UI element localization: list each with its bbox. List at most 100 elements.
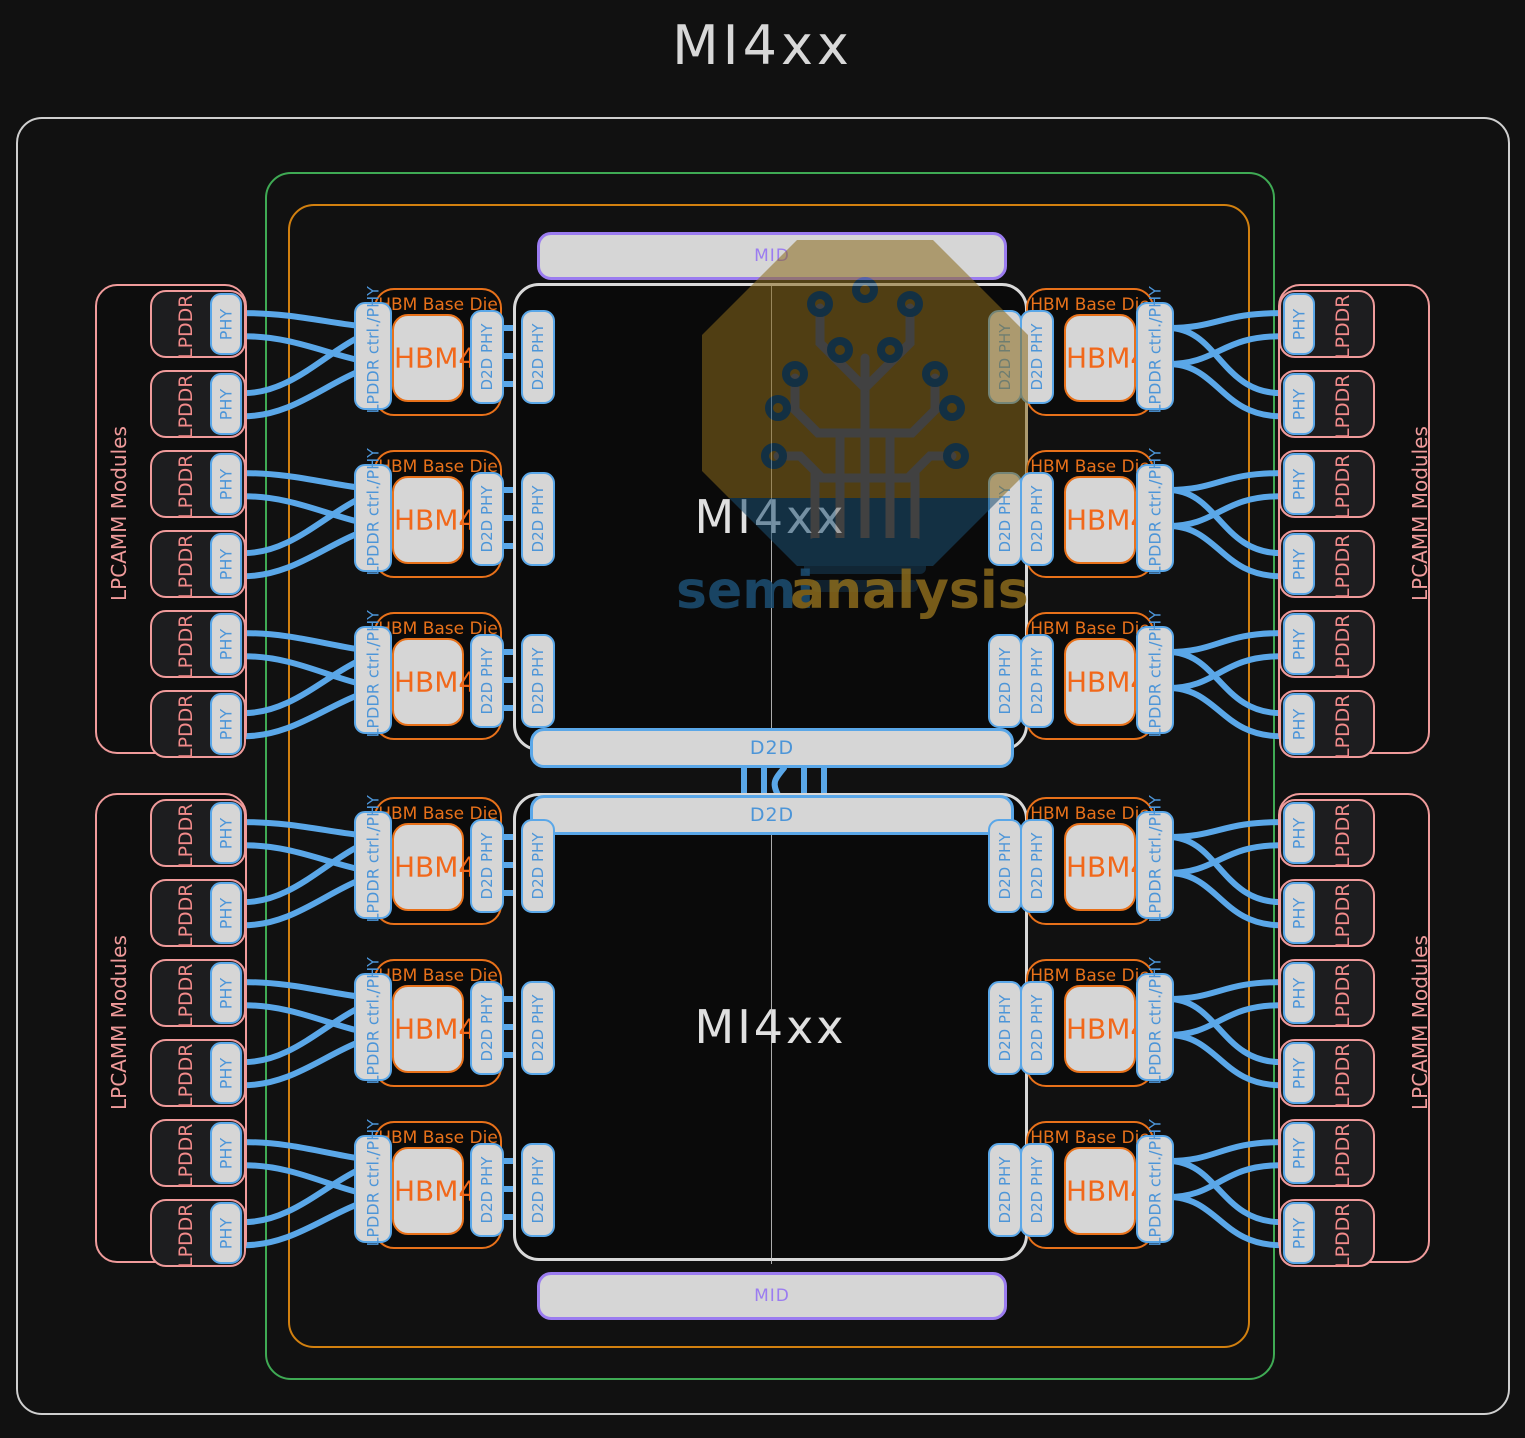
- mid-bar-2[interactable]: MID: [537, 1272, 1007, 1320]
- lpddr-phy-left-2-4[interactable]: PHY: [210, 1042, 242, 1104]
- lpddr-ctrl-phy-label-left-1-3: LPDDR ctrl./PHY: [363, 610, 383, 738]
- mid-bar-1[interactable]: MID: [537, 232, 1007, 280]
- lpddr-ctrl-phy-left-2-1[interactable]: LPDDR ctrl./PHY: [354, 795, 392, 923]
- hbm-d2d-phy-right-1-2[interactable]: D2D PHY: [1020, 472, 1054, 566]
- hbm4-core-left-2-3[interactable]: HBM4: [392, 1147, 477, 1235]
- d2d-bar-label-2: D2D: [749, 804, 795, 826]
- die-d2d-phy-label-right-1-1: D2D PHY: [996, 323, 1014, 391]
- hbm4-core-left-2-2[interactable]: HBM4: [392, 985, 476, 1073]
- lpddr-phy-left-1-1[interactable]: PHY: [210, 293, 242, 355]
- hbm-d2d-phy-right-2-1[interactable]: D2D PHY: [1020, 819, 1054, 913]
- die-d2d-phy-left-2-3[interactable]: D2D PHY: [521, 1143, 555, 1237]
- hbm4-core-right-2-1[interactable]: HBM4: [1064, 823, 1148, 911]
- hbm4-core-right-1-3[interactable]: HBM4: [1064, 638, 1148, 726]
- lpddr-ctrl-phy-left-1-3[interactable]: LPDDR ctrl./PHY: [354, 610, 392, 738]
- lpddr-phy-right-1-1[interactable]: PHY: [1283, 293, 1315, 355]
- die-d2d-phy-right-2-2[interactable]: D2D PHY: [988, 981, 1022, 1075]
- die-d2d-phy-right-1-2[interactable]: D2D PHY: [988, 472, 1022, 566]
- hbm-d2d-phy-right-2-3[interactable]: D2D PHY: [1020, 1143, 1054, 1237]
- hbm-d2d-phy-left-2-3[interactable]: D2D PHY: [470, 1143, 504, 1237]
- lpddr-phy-left-2-1[interactable]: PHY: [210, 802, 242, 864]
- main-compute-die-1: MI4xx: [513, 283, 1028, 754]
- hbm4-core-right-1-2[interactable]: HBM4: [1064, 476, 1148, 564]
- die-d2d-phy-left-2-2[interactable]: D2D PHY: [521, 981, 555, 1075]
- lpddr-ctrl-phy-right-2-2[interactable]: LPDDR ctrl./PHY: [1136, 957, 1174, 1085]
- hbm-d2d-phy-right-1-3[interactable]: D2D PHY: [1020, 634, 1054, 728]
- die-d2d-phy-label-left-1-1: D2D PHY: [529, 323, 547, 391]
- lpddr-phy-left-1-5[interactable]: PHY: [210, 613, 242, 675]
- hbm4-core-label-left-2-3: HBM4: [394, 1174, 477, 1208]
- lpddr-phy-right-1-5[interactable]: PHY: [1283, 613, 1315, 675]
- die-d2d-phy-left-2-1[interactable]: D2D PHY: [521, 819, 555, 913]
- lpddr-phy-left-2-3[interactable]: PHY: [210, 962, 242, 1024]
- lpddr-ctrl-phy-right-2-1[interactable]: LPDDR ctrl./PHY: [1136, 795, 1174, 923]
- hbm4-core-left-1-3[interactable]: HBM4: [392, 638, 476, 726]
- hbm4-core-right-1-1[interactable]: HBM4: [1064, 314, 1148, 402]
- lpddr-ctrl-phy-left-1-2[interactable]: LPDDR ctrl./PHY: [354, 448, 392, 576]
- hbm-d2d-phy-left-2-1[interactable]: D2D PHY: [470, 819, 504, 913]
- lpddr-phy-right-1-3[interactable]: PHY: [1283, 453, 1315, 515]
- die-d2d-phy-right-1-3[interactable]: D2D PHY: [988, 634, 1022, 728]
- hbm-d2d-phy-left-1-1[interactable]: D2D PHY: [470, 310, 504, 404]
- hbm4-core-right-2-3[interactable]: HBM4: [1064, 1147, 1149, 1235]
- hbm4-core-left-1-2[interactable]: HBM4: [392, 476, 476, 564]
- lpddr-phy-left-2-6[interactable]: PHY: [210, 1202, 242, 1264]
- hbm-d2d-phy-left-1-2[interactable]: D2D PHY: [470, 472, 504, 566]
- lpddr-ctrl-phy-left-2-3[interactable]: LPDDR ctrl./PHY: [354, 1119, 392, 1247]
- hbm4-core-label-left-1-1: HBM4: [394, 341, 477, 375]
- lpddr-phy-right-1-4[interactable]: PHY: [1283, 533, 1315, 595]
- lpddr-phy-right-2-4[interactable]: PHY: [1283, 1042, 1315, 1104]
- lpddr-phy-label-right-1-1: PHY: [1289, 308, 1309, 341]
- hbm-d2d-phy-label-right-2-1: D2D PHY: [1028, 832, 1046, 900]
- hbm4-core-label-right-2-3: HBM4: [1066, 1174, 1149, 1208]
- lpddr-phy-label-left-1-5: PHY: [216, 628, 236, 661]
- lpddr-ctrl-phy-right-1-1[interactable]: LPDDR ctrl./PHY: [1136, 286, 1174, 414]
- d2d-bar-2[interactable]: D2D: [530, 795, 1014, 835]
- lpddr-phy-left-1-4[interactable]: PHY: [210, 533, 242, 595]
- lpddr-ctrl-phy-label-right-1-1: LPDDR ctrl./PHY: [1145, 286, 1165, 414]
- lpddr-ctrl-phy-right-1-3[interactable]: LPDDR ctrl./PHY: [1136, 610, 1174, 738]
- lpddr-label-right-2-5: LPDDR: [1332, 1123, 1354, 1188]
- lpddr-phy-left-1-3[interactable]: PHY: [210, 453, 242, 515]
- hbm4-core-right-2-2[interactable]: HBM4: [1064, 985, 1148, 1073]
- lpddr-phy-label-right-2-4: PHY: [1289, 1057, 1309, 1090]
- lpddr-ctrl-phy-label-left-2-2: LPDDR ctrl./PHY: [363, 957, 383, 1085]
- lpddr-phy-label-right-1-2: PHY: [1289, 388, 1309, 421]
- die-d2d-phy-right-1-1[interactable]: D2D PHY: [988, 310, 1022, 404]
- hbm-d2d-phy-left-1-3[interactable]: D2D PHY: [470, 634, 504, 728]
- lpddr-phy-right-2-1[interactable]: PHY: [1283, 802, 1315, 864]
- lpddr-ctrl-phy-right-1-2[interactable]: LPDDR ctrl./PHY: [1136, 448, 1174, 576]
- hbm4-core-left-1-1[interactable]: HBM4: [392, 314, 477, 402]
- lpddr-ctrl-phy-right-2-3[interactable]: LPDDR ctrl./PHY: [1136, 1119, 1174, 1247]
- lpddr-phy-left-1-6[interactable]: PHY: [210, 693, 242, 755]
- mid-bar-label-2: MID: [754, 1286, 790, 1306]
- die-d2d-phy-right-2-3[interactable]: D2D PHY: [988, 1143, 1022, 1237]
- die-d2d-phy-left-1-1[interactable]: D2D PHY: [521, 310, 555, 404]
- lpddr-ctrl-phy-left-2-2[interactable]: LPDDR ctrl./PHY: [354, 957, 392, 1085]
- lpddr-phy-right-2-2[interactable]: PHY: [1283, 882, 1315, 944]
- die-d2d-phy-label-left-2-1: D2D PHY: [529, 832, 547, 900]
- interposer-boundary-frame: [288, 204, 1250, 1348]
- lpddr-phy-right-2-5[interactable]: PHY: [1283, 1122, 1315, 1184]
- d2d-bar-1[interactable]: D2D: [530, 728, 1014, 768]
- die-d2d-phy-left-1-3[interactable]: D2D PHY: [521, 634, 555, 728]
- lpddr-phy-right-1-6[interactable]: PHY: [1283, 693, 1315, 755]
- lpddr-phy-right-1-2[interactable]: PHY: [1283, 373, 1315, 435]
- die-d2d-phy-left-1-2[interactable]: D2D PHY: [521, 472, 555, 566]
- lpddr-phy-label-left-2-5: PHY: [216, 1137, 236, 1170]
- die-d2d-phy-right-2-1[interactable]: D2D PHY: [988, 819, 1022, 913]
- hbm-d2d-phy-label-left-1-1: D2D PHY: [478, 323, 496, 391]
- hbm-d2d-phy-right-1-1[interactable]: D2D PHY: [1020, 310, 1054, 404]
- lpddr-phy-left-2-2[interactable]: PHY: [210, 882, 242, 944]
- hbm-d2d-phy-left-2-2[interactable]: D2D PHY: [470, 981, 504, 1075]
- lpddr-label-right-2-6: LPDDR: [1332, 1203, 1354, 1268]
- lpddr-phy-left-2-5[interactable]: PHY: [210, 1122, 242, 1184]
- hbm4-core-left-2-1[interactable]: HBM4: [392, 823, 476, 911]
- lpddr-ctrl-phy-left-1-1[interactable]: LPDDR ctrl./PHY: [354, 286, 392, 414]
- lpddr-label-right-1-6: LPDDR: [1332, 694, 1354, 759]
- hbm-d2d-phy-right-2-2[interactable]: D2D PHY: [1020, 981, 1054, 1075]
- lpddr-phy-right-2-6[interactable]: PHY: [1283, 1202, 1315, 1264]
- lpddr-phy-left-1-2[interactable]: PHY: [210, 373, 242, 435]
- lpddr-phy-right-2-3[interactable]: PHY: [1283, 962, 1315, 1024]
- hbm-base-die-label-right-2-3: HBM Base Die: [1030, 1128, 1150, 1148]
